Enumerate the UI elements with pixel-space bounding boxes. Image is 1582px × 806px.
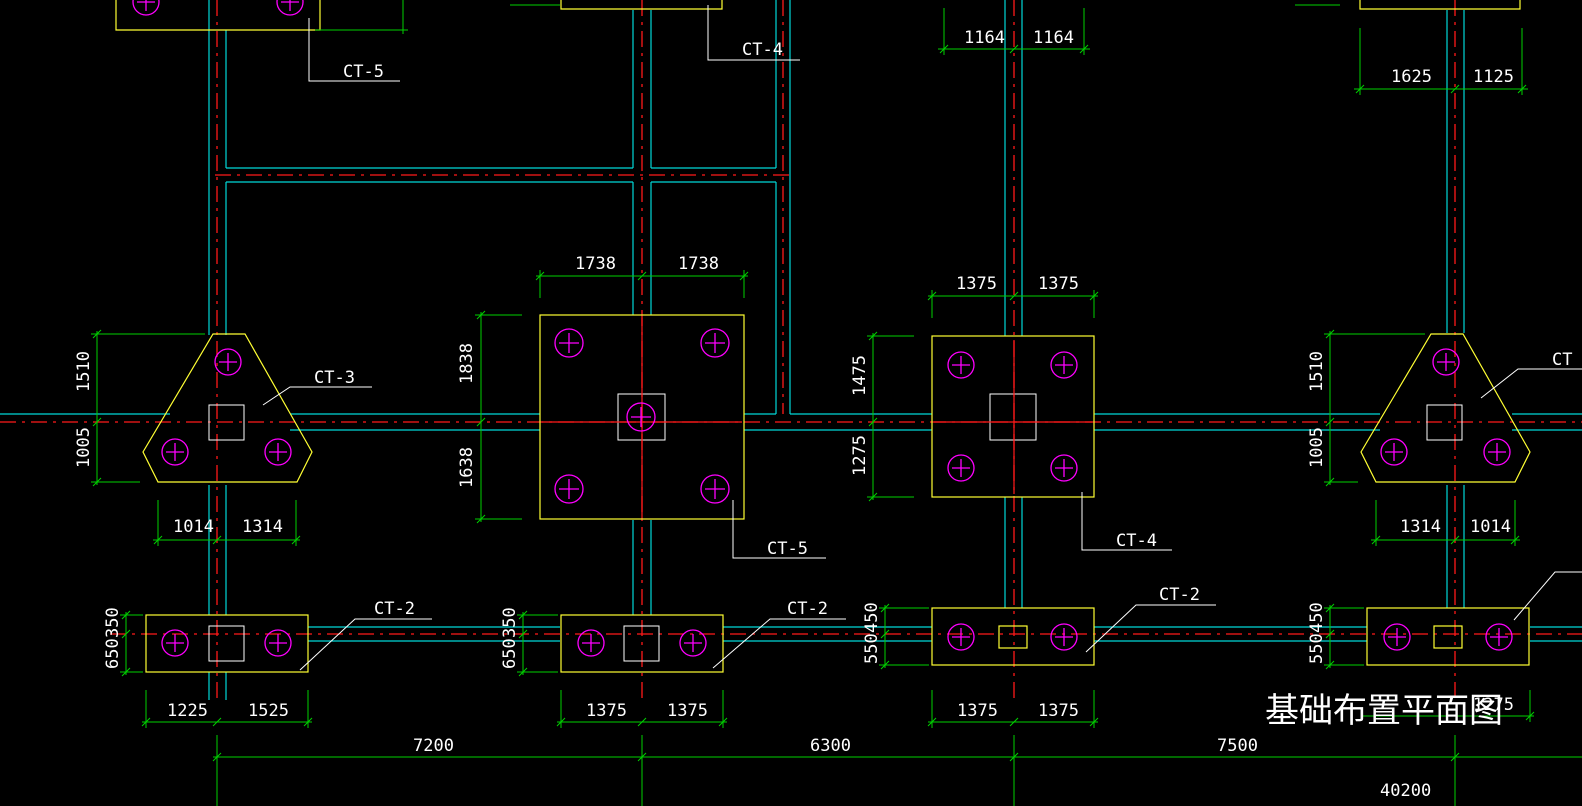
label-ct2-c: CT-2 [1159,585,1200,605]
label-ct3-left: CT-3 [314,368,355,388]
dim-text: 1510 [1307,351,1327,392]
pile-cap-ct2-c[interactable] [931,607,1095,666]
dim-text: 1525 [248,701,289,721]
pile-cap-ct3-right[interactable] [1360,333,1531,483]
dim-text: 550 [862,633,882,664]
dim-text: 1375 [667,701,708,721]
dim-text: 1625 [1391,67,1432,87]
dim-text: 650 [103,638,123,669]
dim-text: 1314 [242,517,283,537]
dim-text: 1164 [1033,28,1074,48]
drawing-title: 基础布置平面图 [1265,691,1503,731]
dim-text: 450 [862,602,882,633]
dim-text: 1375 [1038,274,1079,294]
dim-text: 1375 [586,701,627,721]
dimension-texts: 1164 1164 1625 1125 1738 1738 1375 1375 … [74,28,1514,801]
label-ct4-top: CT-4 [742,40,783,60]
dim-text: 550 [1307,633,1327,664]
dim-text: 1005 [74,427,94,468]
dim-text: 1125 [1473,67,1514,87]
dim-text: 1164 [964,28,1005,48]
top-partial-caps [115,0,1521,31]
leader-lines [262,5,1582,671]
pile-cap-ct2-d[interactable] [1366,607,1530,666]
cap-labels: CT-5 CT-4 CT-3 CT CT-5 CT-4 CT-2 CT-2 CT… [314,40,1572,619]
dim-text: 40200 [1380,781,1431,801]
dim-text: 1014 [173,517,214,537]
label-ct4: CT-4 [1116,531,1157,551]
dim-text: 1838 [457,343,477,384]
pile-cap-ct4[interactable] [931,335,1095,498]
dim-text: 1475 [850,355,870,396]
dim-text: 350 [500,607,520,638]
axis-lines [0,0,1582,700]
dim-text: 1738 [678,254,719,274]
dim-text: 350 [103,607,123,638]
label-ct2-b: CT-2 [787,599,828,619]
dimension-lines [91,0,1582,806]
foundation-beams [0,0,1582,700]
dim-text: 1375 [957,701,998,721]
pile-cap-ct5[interactable] [539,314,745,520]
pile-cap-ct3-left[interactable] [142,333,313,483]
dim-text: 6300 [810,736,851,756]
dim-text: 1314 [1400,517,1441,537]
dim-text: 1375 [956,274,997,294]
dim-text: 1275 [1473,695,1514,715]
dim-text: 7500 [1217,736,1258,756]
dim-text: 1638 [457,447,477,488]
pile-cap-ct2-b[interactable] [560,614,724,673]
dim-text: 1375 [1038,701,1079,721]
dim-text: 1014 [1470,517,1511,537]
dim-text: 1275 [850,435,870,476]
label-ct2-a: CT-2 [374,599,415,619]
dim-text: 1738 [575,254,616,274]
label-ct3-right: CT [1552,350,1572,370]
dim-text: 7200 [413,736,454,756]
pile-cap-ct2-a[interactable] [145,614,309,673]
dim-text: 650 [500,638,520,669]
dim-text: 450 [1307,602,1327,633]
label-ct5-top: CT-5 [343,62,384,82]
dim-text: 1225 [167,701,208,721]
dim-text: 1005 [1307,427,1327,468]
label-ct5: CT-5 [767,539,808,559]
dim-text: 1510 [74,351,94,392]
